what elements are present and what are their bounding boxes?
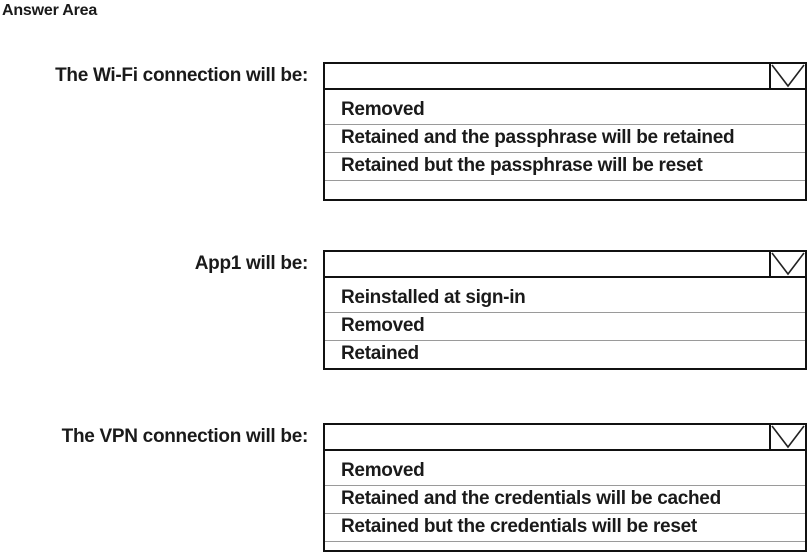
app1-dropdown: Reinstalled at sign-in Removed Retained <box>323 250 807 370</box>
vpn-option-retained-credentials-cached[interactable]: Retained and the credentials will be cac… <box>325 486 805 514</box>
wifi-option-retained-passphrase-reset[interactable]: Retained but the passphrase will be rese… <box>325 153 805 181</box>
chevron-down-icon[interactable] <box>769 252 805 276</box>
wifi-option-removed[interactable]: Removed <box>325 97 805 125</box>
chevron-down-icon[interactable] <box>769 425 805 449</box>
vpn-select-box[interactable] <box>325 425 805 451</box>
vpn-option-removed[interactable]: Removed <box>325 458 805 486</box>
app1-option-reinstalled[interactable]: Reinstalled at sign-in <box>325 285 805 313</box>
wifi-dropdown: Removed Retained and the passphrase will… <box>323 62 807 201</box>
vpn-option-list: Removed Retained and the credentials wil… <box>325 451 805 550</box>
vpn-question-label: The VPN connection will be: <box>61 426 309 447</box>
option-list-filler <box>325 181 805 199</box>
chevron-down-icon[interactable] <box>769 64 805 88</box>
app1-option-list: Reinstalled at sign-in Removed Retained <box>325 278 805 368</box>
wifi-select-box[interactable] <box>325 64 805 90</box>
wifi-option-list: Removed Retained and the passphrase will… <box>325 90 805 199</box>
wifi-question-label: The Wi-Fi connection will be: <box>55 65 308 86</box>
app1-select-box[interactable] <box>325 252 805 278</box>
option-list-filler <box>325 542 805 550</box>
vpn-option-retained-credentials-reset[interactable]: Retained but the credentials will be res… <box>325 514 805 542</box>
wifi-option-retained-passphrase-retained[interactable]: Retained and the passphrase will be reta… <box>325 125 805 153</box>
answer-area-title: Answer Area <box>2 2 98 19</box>
app1-question-label: App1 will be: <box>194 253 309 274</box>
vpn-dropdown: Removed Retained and the credentials wil… <box>323 423 807 552</box>
app1-option-removed[interactable]: Removed <box>325 313 805 341</box>
app1-option-retained[interactable]: Retained <box>341 343 419 364</box>
